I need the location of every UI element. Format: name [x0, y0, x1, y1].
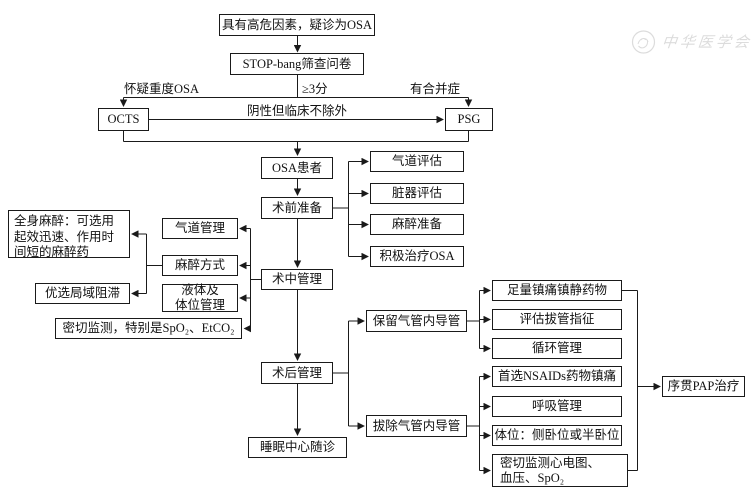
- wire-preop-bracket: [333, 161, 349, 257]
- fluid-position-line2: 体位管理: [174, 298, 225, 312]
- wire-stopbang-branch: [123, 75, 469, 98]
- node-high-risk: 具有高危因素，疑诊为OSA: [219, 14, 375, 36]
- node-circulation-management: 循环管理: [492, 338, 622, 359]
- node-octs: OCTS: [98, 108, 149, 131]
- node-close-monitoring-spo2-etco2: 密切监测，特别是SpO₂、EtCO₂: [55, 318, 242, 339]
- label-score: ≥3分: [302, 82, 328, 96]
- wire-remove-tube-bracket: [467, 376, 480, 471]
- node-anesthesia-method: 麻醉方式: [162, 255, 238, 276]
- ecg-monitor-line1: 密切监测心电图、: [500, 455, 601, 470]
- node-adequate-analgesia-sedation: 足量镇痛镇静药物: [492, 280, 622, 301]
- watermark-seal-icon: [631, 30, 656, 54]
- node-airway-assessment: 气道评估: [370, 151, 464, 172]
- node-keep-endotracheal-tube: 保留气管内导管: [366, 310, 467, 332]
- watermark-text: 中华医学会: [661, 35, 753, 51]
- node-nsaids-analgesia: 首选NSAIDs药物镇痛: [492, 366, 622, 387]
- fluid-position-line1: 液体及: [181, 283, 219, 297]
- ecg-monitor-line2: 血压、SpO₂: [500, 470, 565, 485]
- node-preop-management: 术前准备: [261, 197, 333, 219]
- node-organ-assessment: 脏器评估: [370, 183, 464, 204]
- node-close-monitoring-ecg-bp-spo2: 密切监测心电图、 血压、SpO₂: [492, 454, 628, 487]
- wire-anesth-method-bracket: [146, 234, 162, 294]
- node-fluid-position-management: 液体及 体位管理: [162, 283, 238, 312]
- node-extubation-assessment: 评估拔管指征: [492, 309, 622, 330]
- node-treat-osa: 积极治疗OSA: [370, 246, 464, 267]
- label-comorbidity: 有合并症: [410, 82, 461, 96]
- wire-intraop-bracket: [250, 228, 261, 329]
- node-airway-management: 气道管理: [162, 218, 238, 239]
- node-body-position: 体位：侧卧位或半卧位: [492, 425, 622, 446]
- node-sleep-center-followup: 睡眠中心随诊: [248, 437, 347, 458]
- node-intraop-management: 术中管理: [261, 269, 333, 290]
- node-anesthesia-preparation: 麻醉准备: [370, 214, 464, 235]
- node-respiratory-management: 呼吸管理: [492, 396, 622, 417]
- node-sequential-pap-therapy: 序贯PAP治疗: [662, 376, 745, 397]
- label-negative-not-excluded: 阴性但临床不除外: [247, 104, 348, 118]
- node-regional-block-preferred: 优选局域阻滞: [35, 283, 130, 304]
- node-general-anesthesia-note: 全身麻醉：可选用起效迅速、作用时间短的麻醉药: [8, 210, 130, 259]
- node-postop-management: 术后管理: [261, 362, 333, 384]
- wire-postop-bracket: [333, 321, 349, 426]
- node-osa-patient: OSA患者: [261, 157, 333, 179]
- wire-pap-collector: [622, 290, 638, 471]
- node-stop-bang: STOP-bang筛查问卷: [230, 53, 364, 75]
- wire-keep-tube-bracket: [467, 290, 480, 349]
- node-remove-endotracheal-tube: 拔除气管内导管: [366, 415, 467, 437]
- label-suspect-severe-osa: 怀疑重度OSA: [124, 82, 200, 96]
- node-psg: PSG: [445, 108, 493, 131]
- wire-collector: [123, 131, 469, 142]
- watermark: 中华医学会: [630, 28, 753, 55]
